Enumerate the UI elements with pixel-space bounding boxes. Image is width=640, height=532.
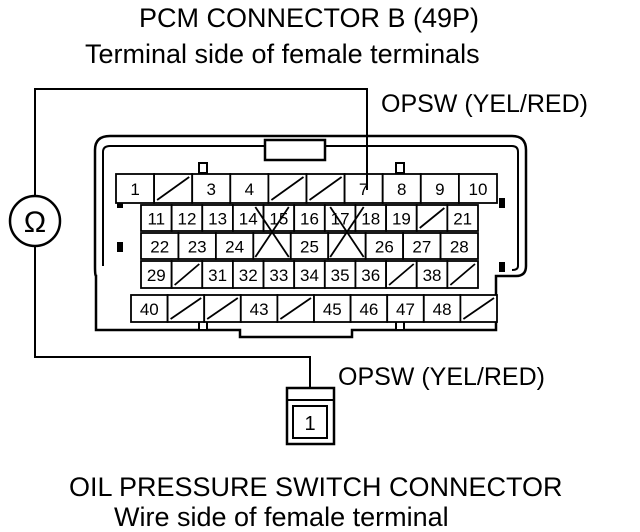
terminal-cell [446,204,479,232]
terminal-cell [252,232,292,260]
terminal-cell [214,232,255,260]
unused-terminal-mark [462,297,495,320]
unused-terminal-mark [388,263,415,286]
terminal-cell [349,294,389,323]
terminal-cell [262,260,296,289]
terminal-label: 18 [361,210,380,229]
switch-terminal-1 [292,405,328,439]
connector-housing-inner [102,145,519,271]
terminal-cell [327,232,367,260]
terminal-label: 36 [361,266,380,285]
terminal-label: 40 [140,300,159,319]
terminal-label: 38 [423,266,442,285]
unused-terminal-mark [449,263,476,286]
terminal-label: 31 [208,266,227,285]
terminal-label: 12 [177,210,196,229]
terminal-label: 32 [239,266,258,285]
terminal-cell [354,204,387,232]
terminal-label: 28 [450,238,469,257]
connector-latch [263,138,327,162]
terminal-label: 34 [300,266,319,285]
lead-to-switch [34,246,311,393]
cavity-cross-mark [254,206,290,258]
unused-terminal-mark [308,176,343,201]
unused-terminal-mark [419,207,445,229]
terminal-label: 14 [239,210,258,229]
terminal-cell [402,232,442,260]
terminal-label: 19 [392,210,411,229]
terminal-label: 7 [359,180,368,199]
connector-housing [93,134,528,339]
terminal-label: 9 [435,180,444,199]
unused-terminal-mark [206,297,239,320]
terminal-label: 46 [359,300,378,319]
unused-terminal-mark [270,176,305,201]
terminal-label: 13 [208,210,227,229]
terminal-cell-probed [343,173,384,204]
key-slot-top-left [198,162,208,174]
terminal-label: 10 [468,180,487,199]
terminal-label: 26 [375,238,394,257]
terminal-label: 45 [323,300,342,319]
terminal-cell [130,294,169,323]
terminal-label: 23 [188,238,207,257]
terminal-label: 16 [300,210,319,229]
unused-terminal-mark [170,297,202,320]
terminal-label: 24 [225,238,244,257]
terminal-label: 47 [396,300,415,319]
side-notch-r1 [499,198,505,208]
terminal-cell [385,204,418,232]
ohm-icon: Ω [24,206,46,239]
switch-connector-subtitle: Wire side of female terminal [114,502,449,532]
terminal-cell [201,204,234,232]
terminal-cell [201,260,234,289]
switch-terminal-label: 1 [304,413,315,435]
terminal-cell [439,232,479,260]
terminal-cell [354,260,387,289]
unused-terminal-mark [279,297,312,320]
ohmmeter-circle [8,194,62,248]
terminal-cell [140,232,180,260]
terminal-label: 48 [433,300,452,319]
terminal-label: 11 [147,210,165,229]
terminal-label: 29 [147,266,166,285]
terminal-cell [289,232,330,260]
wire-label-bottom: OPSW (YEL/RED) [338,363,545,391]
terminal-cell [239,294,279,323]
pcm-connector-subtitle: Terminal side of female terminals [85,39,480,69]
unused-terminal-mark [156,176,190,201]
terminal-cell [232,260,265,289]
terminal-cell [457,173,498,204]
unused-terminal-mark [174,263,200,286]
terminal-label: 43 [250,300,269,319]
terminal-label: 4 [245,180,254,199]
lead-to-terminal-7 [34,88,368,196]
pcm-connector-title: PCM CONNECTOR B (49P) [139,3,480,33]
switch-connector-title: OIL PRESSURE SWITCH CONNECTOR [69,472,563,502]
terminal-label: 27 [412,238,431,257]
terminal-label: 35 [331,266,350,285]
terminal-cell [140,204,173,232]
terminal-cell [419,173,460,204]
terminal-label: 33 [269,266,288,285]
terminal-label: 25 [300,238,319,257]
side-notch-l2 [117,242,123,252]
terminal-cell [313,294,352,323]
key-slot-top-right [395,162,405,174]
terminal-label: 21 [453,210,472,229]
cavity-cross-mark [329,206,365,258]
terminal-label: 1 [130,180,139,199]
terminal-label: 8 [397,180,406,199]
terminal-cell [422,294,462,323]
side-notch-r2 [499,262,505,272]
terminal-cell [293,260,326,289]
terminal-cell [115,173,155,204]
terminal-label: 3 [207,180,216,199]
wire-label-top: OPSW (YEL/RED) [381,90,588,118]
terminal-label: 22 [150,238,169,257]
